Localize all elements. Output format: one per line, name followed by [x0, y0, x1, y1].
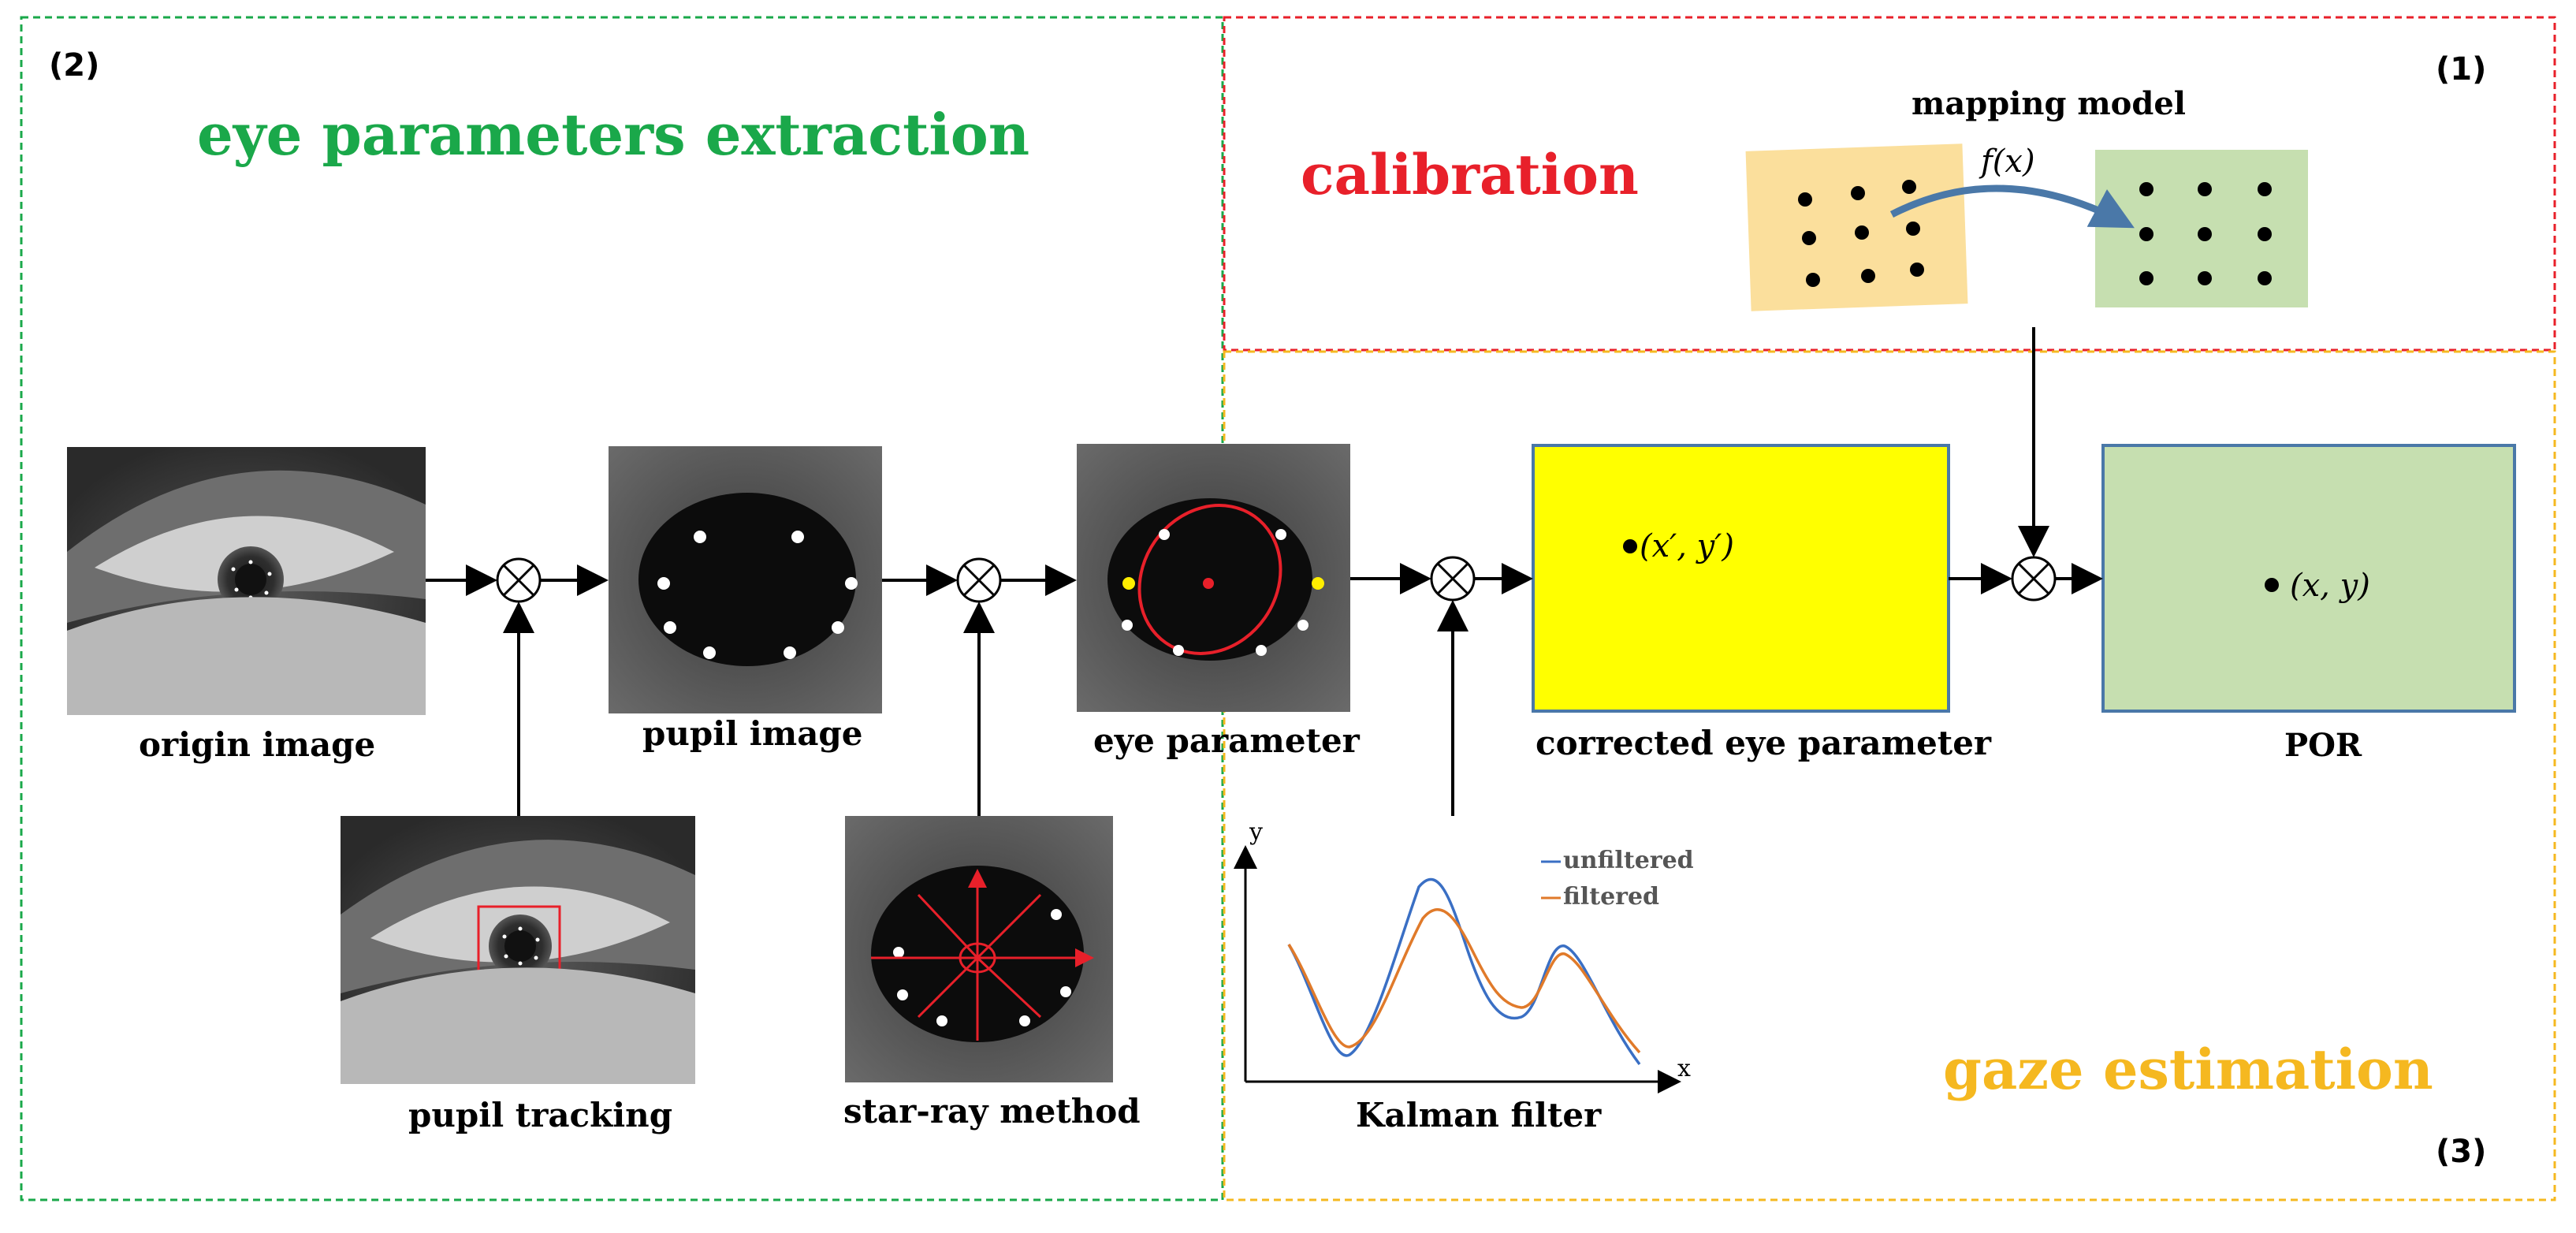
eye-parameter-image: [1077, 444, 1350, 712]
mapping-model-label: mapping model: [1912, 85, 2186, 122]
pupil-tracking-label: pupil tracking: [408, 1096, 673, 1134]
por-box: [2101, 444, 2516, 713]
star-ray-label: star-ray method: [843, 1092, 1141, 1131]
pupil-tracking-image: [341, 816, 695, 1084]
kalman-label: Kalman filter: [1356, 1096, 1602, 1134]
mapping-model: [1745, 143, 2308, 311]
multiplier-1: [496, 557, 542, 603]
calibration-frame: [1223, 16, 2556, 352]
multiplier-4: [2011, 556, 2057, 602]
mapping-function-label: f(x): [1981, 143, 2035, 180]
section-3-number: (3): [2436, 1134, 2487, 1170]
por-label: POR: [2284, 727, 2362, 764]
corrected-point: [1623, 539, 1637, 553]
kalman-plot: [1234, 845, 1681, 1093]
pupil-image: [609, 446, 882, 713]
eye-parameter-label: eye parameter: [1093, 721, 1360, 760]
extraction-title: eye parameters extraction: [197, 101, 1030, 168]
multiplier-2: [956, 557, 1002, 603]
multiplier-3: [1430, 556, 1476, 602]
pupil-image-label: pupil image: [642, 714, 863, 753]
kalman-y-axis-label: y: [1249, 818, 1263, 846]
section-1-number: (1): [2436, 51, 2487, 88]
calibration-title: calibration: [1301, 142, 1639, 207]
section-2-number: (2): [49, 47, 100, 84]
corrected-parameter-box: [1532, 444, 1950, 713]
gaze-title: gaze estimation: [1943, 1037, 2433, 1102]
por-point: [2265, 578, 2279, 592]
corrected-point-label: (x′, y′): [1640, 528, 1734, 564]
corrected-parameter-label: corrected eye parameter: [1536, 724, 1992, 762]
kalman-x-axis-label: x: [1677, 1055, 1691, 1082]
flow-arrows: [426, 327, 2103, 816]
star-ray-image: [845, 816, 1113, 1082]
origin-image: [67, 447, 426, 715]
legend-unfiltered: unfiltered: [1563, 847, 1694, 874]
legend-filtered: filtered: [1563, 883, 1660, 911]
origin-image-label: origin image: [139, 725, 376, 764]
gaze-frame: [1223, 350, 2556, 1201]
por-point-label: (x, y): [2290, 568, 2370, 604]
